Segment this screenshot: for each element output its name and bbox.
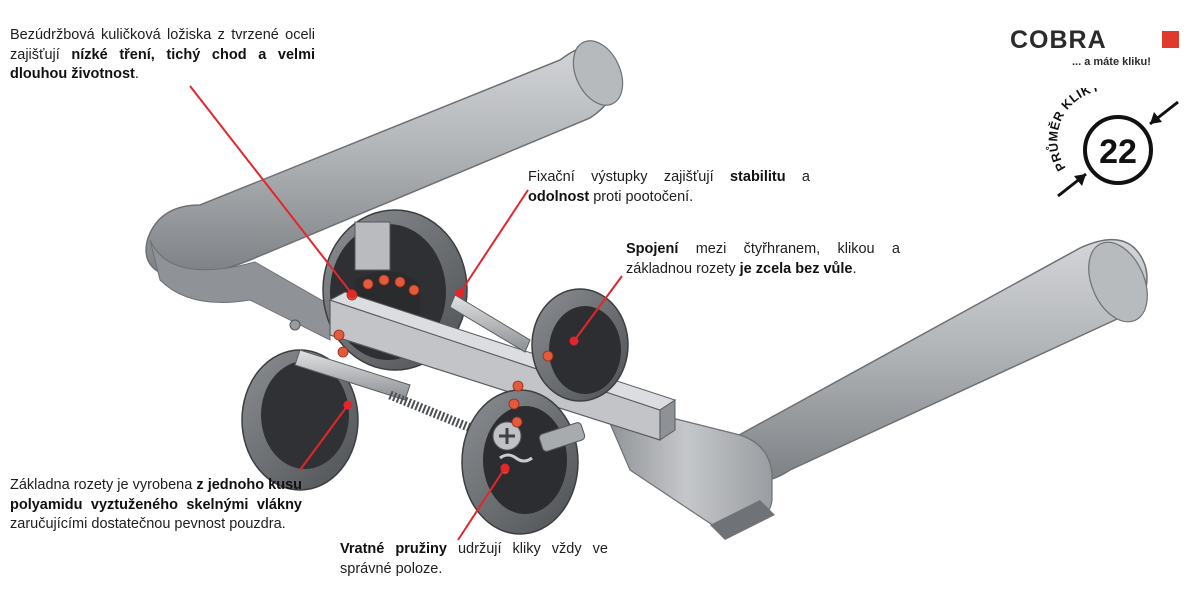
badge-ring — [1083, 115, 1153, 185]
left-handle — [145, 40, 624, 341]
callout-fixation-end: proti pootočení. — [589, 188, 694, 205]
callout-fixation-bold-1: stabilitu — [729, 169, 786, 185]
callout-base-end: zaručujícími dostatečnou pevnost pouzdra… — [10, 516, 286, 532]
callout-fixation-text: Fixační výstupky zajišťují — [528, 169, 730, 185]
callout-connection-bold-1: Spojení — [626, 241, 679, 257]
callout-bearings-end: . — [134, 66, 139, 82]
callout-fixation: Fixační výstupky zajišťují stabilitu a o… — [528, 168, 810, 207]
leader-springs — [457, 467, 506, 541]
callout-springs-bold: Vratné pružiny — [340, 541, 447, 557]
leader-connection — [573, 275, 623, 342]
callout-bearings-text: Bezúdržbová kuličková ložiska z tvrzené … — [10, 27, 315, 63]
logo-tagline: ... a máte kliku! — [1072, 56, 1151, 68]
callout-connection-text: mezi čtyřhranem, klikou a základnou roze… — [626, 241, 900, 277]
callout-bearings-bold: nízké tření, tichý chod a velmi dlouhou … — [10, 46, 315, 83]
callout-connection: Spojení mezi čtyřhranem, klikou a základ… — [626, 240, 900, 279]
leader-bearings — [189, 85, 353, 295]
callout-base: Základna rozety je vyrobena z jednoho ku… — [10, 476, 302, 535]
callout-connection-bold-2: je zcela bez vůle — [739, 260, 853, 277]
cobra-logo: COBRA ... a máte kliku! — [1010, 26, 1190, 76]
leader-base — [299, 404, 349, 471]
leader-lines — [189, 85, 623, 541]
callout-connection-end: . — [852, 260, 857, 277]
logo-wordmark: COBRA — [1010, 26, 1107, 54]
callout-fixation-and: a — [785, 169, 810, 185]
handle-diameter-badge: 22 PRŮMĚR KLIKY — [1044, 88, 1179, 198]
callout-bearings: Bezúdržbová kuličková ložiska z tvrzené … — [10, 26, 315, 85]
callout-springs-text: udržují kliky vždy ve správné poloze. — [340, 541, 608, 577]
callout-base-bold: z jednoho kusu polyamidu vyztuženého ske… — [10, 477, 302, 513]
callout-base-text: Základna rozety je vyrobena — [10, 477, 197, 493]
right-rosette — [461, 288, 629, 535]
fixation-pins — [294, 294, 531, 445]
callout-fixation-bold-2: odolnost — [528, 188, 590, 205]
right-handle — [598, 238, 1148, 540]
logo-square-icon — [1162, 31, 1179, 48]
leader-fixation — [459, 189, 529, 294]
callout-springs: Vratné pružiny udržují kliky vždy ve spr… — [340, 540, 608, 579]
badge-value: 22 — [1099, 133, 1137, 171]
